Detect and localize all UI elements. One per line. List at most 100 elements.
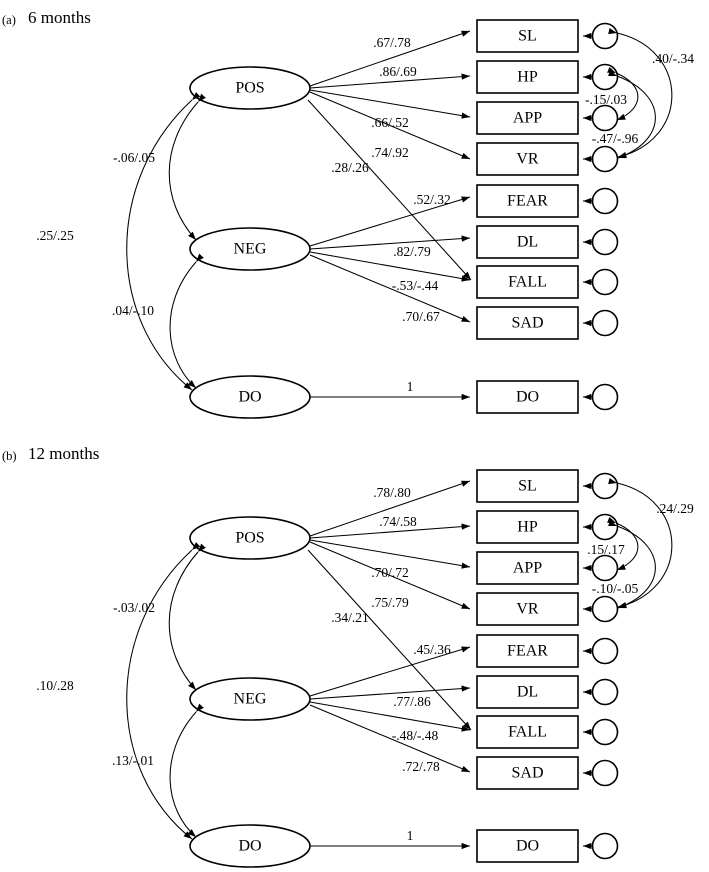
loading-label-pos-vr: .75/.79 <box>371 595 409 610</box>
latent-label-do: DO <box>238 838 261 855</box>
factor-corr-curve-pos-do <box>126 91 201 391</box>
indicator-label-dl: DL <box>517 234 538 251</box>
panel-12-months: (b) 12 months SL HP APP VR FEAR <box>0 436 709 872</box>
resid-corr-curve-sl-vr <box>608 28 673 159</box>
residual-circle-sad <box>591 759 619 787</box>
loading-paths-neg-b <box>309 646 471 773</box>
loading-label-neg-sad: .72/.78 <box>402 759 440 774</box>
loading-path-pos-app <box>309 539 471 569</box>
indicator-label-hp: HP <box>517 519 538 536</box>
indicator-label-app: APP <box>513 560 542 577</box>
indicator-box-sl <box>476 19 579 53</box>
indicator-box-do <box>476 380 579 414</box>
indicator-box-do <box>476 829 579 863</box>
panel-a-label: 6 months <box>28 8 91 27</box>
indicator-label-sl: SL <box>518 28 537 45</box>
loading-label-neg-fear: .45/.36 <box>413 642 451 657</box>
loading-paths-pos-b <box>307 480 472 731</box>
edge-labels-b: .78/.80 .74/.58 .70/.72 .75/.79 .34/.21 … <box>36 485 694 843</box>
indicator-box-hp <box>476 60 579 94</box>
residual-circle-hp <box>591 63 619 91</box>
loading-path-pos-fall <box>307 99 472 281</box>
latent-label-do: DO <box>238 389 261 406</box>
factor-corr-label-pos-do: .10/.28 <box>36 678 74 693</box>
indicator-label-dl: DL <box>517 684 538 701</box>
loading-path-neg-fall <box>309 251 471 282</box>
indicator-label-sl: SL <box>518 478 537 495</box>
loading-path-neg-dl <box>309 685 471 700</box>
indicator-box-fear <box>476 184 579 218</box>
residual-circle-dl <box>591 228 619 256</box>
factor-corr-curve-neg-do <box>169 703 204 838</box>
residual-circle-sad <box>591 309 619 337</box>
residual-circle-fall <box>591 718 619 746</box>
panel-b-tag: (b) <box>2 449 17 463</box>
loading-paths-neg-a <box>309 196 471 323</box>
indicator-label-do: DO <box>516 389 539 406</box>
residual-correlation-curves-a <box>607 28 673 159</box>
indicator-label-fear: FEAR <box>507 643 548 660</box>
residual-circles-a <box>591 22 619 411</box>
factor-correlation-curves-b <box>126 541 206 840</box>
loading-label-pos-app: .66/.52 <box>371 115 409 130</box>
panel-b-title: (b) 12 months <box>0 440 300 466</box>
indicator-box-dl <box>476 675 579 709</box>
loading-path-pos-sl <box>309 30 471 87</box>
residual-circle-sl <box>591 472 619 500</box>
loading-path-neg-fear <box>309 196 471 247</box>
loading-label-pos-fall: .34/.21 <box>331 610 369 625</box>
edge-labels-a: .67/.78 .86/.69 .66/.52 .74/.92 .28/.26 … <box>36 35 694 394</box>
loading-label-pos-app: .70/.72 <box>371 565 409 580</box>
loading-path-neg-sad <box>309 254 471 323</box>
resid-corr-curve-sl-vr <box>608 478 673 609</box>
factor-corr-curve-pos-neg <box>168 93 206 241</box>
resid-corr-label-sl-vr: .24/.29 <box>656 501 694 516</box>
loading-label-pos-vr: .74/.92 <box>371 145 409 160</box>
residual-circle-app <box>591 104 619 132</box>
latent-label-neg: NEG <box>234 241 267 258</box>
factor-corr-label-pos-neg: -.06/.05 <box>113 150 155 165</box>
indicator-label-fall: FALL <box>508 274 547 291</box>
indicator-box-app <box>476 101 579 135</box>
indicator-label-app: APP <box>513 110 542 127</box>
resid-corr-label-hp-app: -.15/.03 <box>585 92 627 107</box>
resid-corr-label-hp-vr: -.47/-.96 <box>592 131 639 146</box>
factor-corr-curve-pos-neg <box>168 543 206 691</box>
latent-factors-a: POS NEG DO <box>189 66 311 419</box>
residual-circle-dl <box>591 678 619 706</box>
loading-label-pos-hp: .86/.69 <box>379 64 417 79</box>
loading-label-neg-fear: .52/.32 <box>413 192 451 207</box>
loading-label-pos-fall: .28/.26 <box>331 160 369 175</box>
loading-path-pos-hp <box>309 523 471 539</box>
indicator-box-vr <box>476 592 579 626</box>
loading-path-neg-sad <box>309 704 471 773</box>
indicator-box-dl <box>476 225 579 259</box>
residual-arrows-a <box>583 32 592 401</box>
loading-path-pos-sl <box>309 480 471 537</box>
loading-path-neg-dl <box>309 235 471 250</box>
residual-circle-hp <box>591 513 619 541</box>
loading-path-pos-app <box>309 89 471 119</box>
latent-label-pos: POS <box>235 80 264 97</box>
residual-circle-vr <box>591 595 619 623</box>
indicator-box-hp <box>476 510 579 544</box>
resid-corr-curve-hp-vr <box>608 520 656 609</box>
factor-corr-curve-pos-do <box>126 541 201 840</box>
loading-path-pos-hp <box>309 73 471 89</box>
residual-circle-fall <box>591 268 619 296</box>
loading-label-neg-sad: .70/.67 <box>402 309 440 324</box>
indicator-label-vr: VR <box>516 601 539 618</box>
path-diagram-a: SL HP APP VR FEAR DL FALL SAD DO <box>36 19 694 419</box>
panel-a-tag: (a) <box>2 13 16 27</box>
factor-correlation-curves-a <box>126 91 206 391</box>
loading-label-neg-fall: -.48/-.48 <box>392 728 439 743</box>
resid-corr-label-hp-app: .15/.17 <box>587 542 625 557</box>
indicator-label-sad: SAD <box>511 765 543 782</box>
latent-label-neg: NEG <box>234 691 267 708</box>
factor-corr-label-pos-do: .25/.25 <box>36 228 74 243</box>
residual-circle-sl <box>591 22 619 50</box>
loading-path-neg-fall <box>309 701 471 732</box>
residual-circles-b <box>591 472 619 860</box>
loading-paths-pos-a <box>307 30 472 281</box>
loading-label-neg-fall: -.53/-.44 <box>392 278 439 293</box>
